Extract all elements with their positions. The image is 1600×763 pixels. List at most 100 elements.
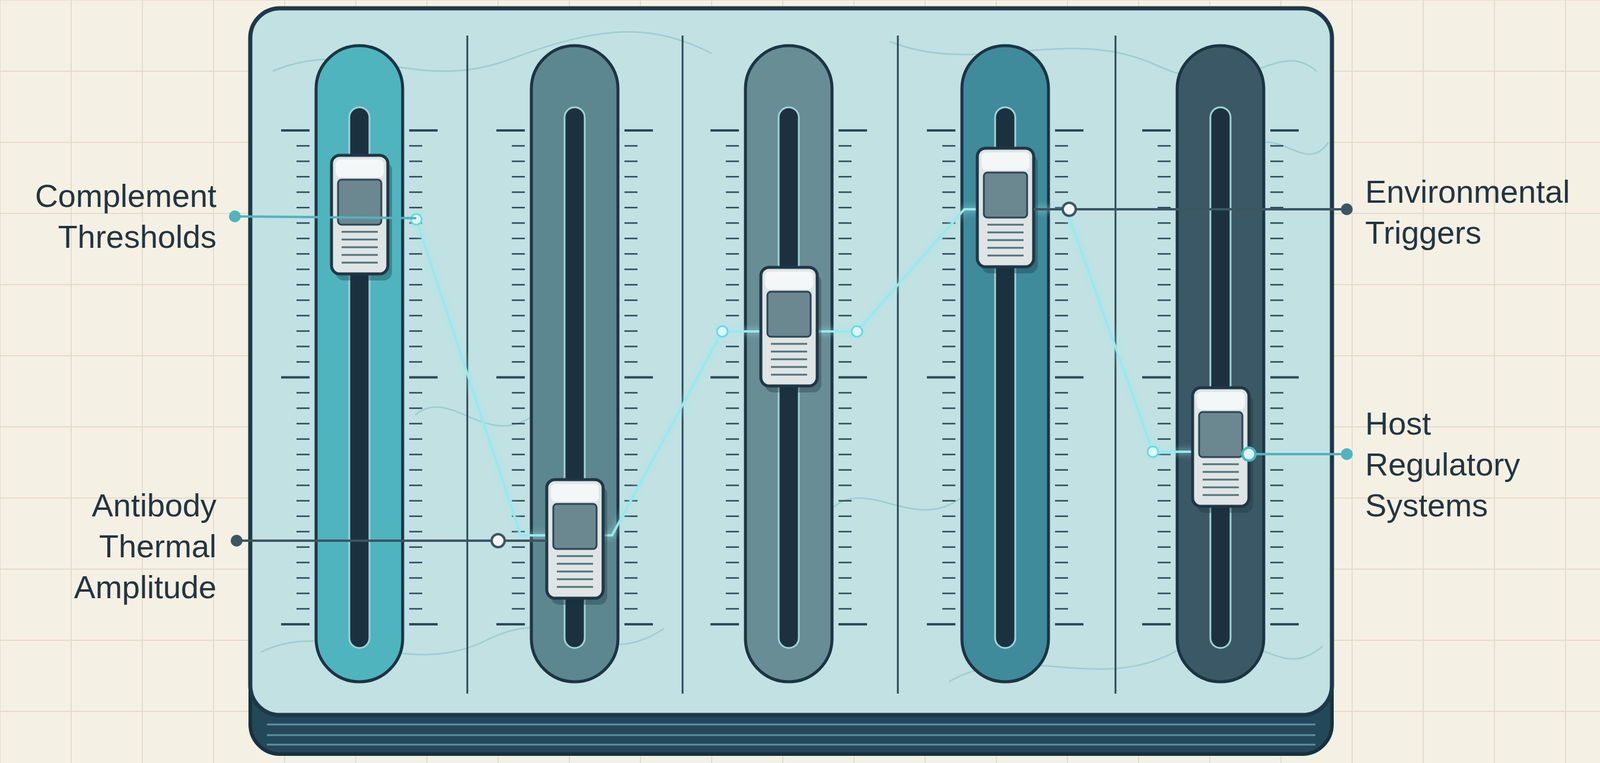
major-tick <box>281 375 310 379</box>
callout-label: Antibody Thermal Amplitude <box>5 485 217 608</box>
minor-tick <box>1157 222 1171 225</box>
minor-tick <box>725 145 739 148</box>
glow-dot <box>851 326 863 337</box>
knob-grip <box>983 172 1028 218</box>
minor-tick <box>1157 191 1171 194</box>
minor-tick <box>511 330 525 333</box>
knob-line <box>770 358 808 361</box>
minor-tick <box>1055 499 1069 502</box>
minor-tick <box>725 469 739 471</box>
knob-grip <box>553 504 597 550</box>
contour-line <box>415 407 534 427</box>
leader-dot <box>491 534 505 548</box>
minor-tick <box>1157 284 1171 286</box>
minor-tick <box>838 206 852 209</box>
minor-tick <box>942 284 956 286</box>
major-tick <box>1270 623 1299 626</box>
minor-tick <box>942 484 956 487</box>
minor-tick <box>838 314 852 317</box>
minor-tick <box>296 562 310 564</box>
minor-tick <box>1055 361 1069 363</box>
major-tick <box>624 623 653 626</box>
minor-tick <box>838 499 852 502</box>
minor-tick <box>511 499 525 502</box>
minor-tick <box>1055 593 1069 595</box>
minor-tick <box>296 531 310 534</box>
minor-tick <box>624 222 638 225</box>
minor-tick <box>838 453 852 456</box>
board-layer-line <box>266 724 1316 726</box>
minor-tick <box>725 160 739 163</box>
column-divider <box>897 35 900 694</box>
minor-tick <box>511 407 525 410</box>
major-tick <box>1142 623 1171 626</box>
minor-tick <box>942 345 956 348</box>
minor-tick <box>942 253 956 256</box>
knob-grip <box>1199 412 1243 458</box>
major-tick <box>1142 129 1171 132</box>
minor-tick <box>624 268 638 271</box>
major-tick <box>926 129 956 132</box>
minor-tick <box>624 284 638 286</box>
leader-dot <box>1340 448 1353 461</box>
leader-line <box>1033 208 1347 211</box>
minor-tick <box>511 453 525 456</box>
knob-grip <box>767 291 811 337</box>
minor-tick <box>838 299 852 302</box>
knob-line <box>1202 486 1239 489</box>
minor-tick <box>296 330 310 333</box>
minor-tick <box>725 345 739 348</box>
minor-tick <box>1055 515 1069 518</box>
minor-tick <box>1055 577 1069 580</box>
minor-tick <box>838 531 852 534</box>
major-tick <box>281 129 310 132</box>
minor-tick <box>409 191 423 194</box>
minor-tick <box>296 191 310 194</box>
minor-tick <box>624 608 638 611</box>
slider-knob <box>760 267 818 387</box>
minor-tick <box>624 391 638 394</box>
minor-tick <box>942 268 956 271</box>
minor-tick <box>725 422 739 425</box>
minor-tick <box>942 407 956 410</box>
minor-tick <box>511 546 525 549</box>
major-tick <box>281 623 310 626</box>
minor-tick <box>1157 176 1171 178</box>
minor-tick <box>1270 237 1284 240</box>
minor-tick <box>942 453 956 456</box>
minor-tick <box>1055 314 1069 317</box>
minor-tick <box>409 206 423 209</box>
minor-tick <box>1055 191 1069 194</box>
minor-tick <box>296 577 310 580</box>
minor-tick <box>409 469 423 471</box>
knob-line <box>770 366 808 369</box>
minor-tick <box>1055 469 1069 471</box>
minor-tick <box>409 237 423 240</box>
minor-tick <box>1270 145 1284 148</box>
leader-dot <box>1062 202 1076 216</box>
minor-tick <box>624 191 638 194</box>
knob-line <box>341 231 378 234</box>
minor-tick <box>511 176 525 178</box>
minor-tick <box>838 284 852 286</box>
minor-tick <box>1157 515 1171 518</box>
minor-tick <box>942 314 956 317</box>
minor-tick <box>942 391 956 394</box>
minor-tick <box>838 484 852 487</box>
minor-tick <box>409 546 423 549</box>
minor-tick <box>725 562 739 564</box>
major-tick <box>1055 129 1084 132</box>
minor-tick <box>725 176 739 178</box>
major-tick <box>1270 129 1299 132</box>
minor-tick <box>511 237 525 240</box>
knob-line <box>1202 479 1239 481</box>
minor-tick <box>409 422 423 425</box>
major-tick <box>710 129 739 132</box>
major-tick <box>409 623 438 626</box>
minor-tick <box>725 407 739 410</box>
knob-line <box>1202 471 1239 474</box>
major-tick <box>496 375 525 379</box>
minor-tick <box>296 407 310 410</box>
minor-tick <box>296 391 310 394</box>
minor-tick <box>409 391 423 394</box>
